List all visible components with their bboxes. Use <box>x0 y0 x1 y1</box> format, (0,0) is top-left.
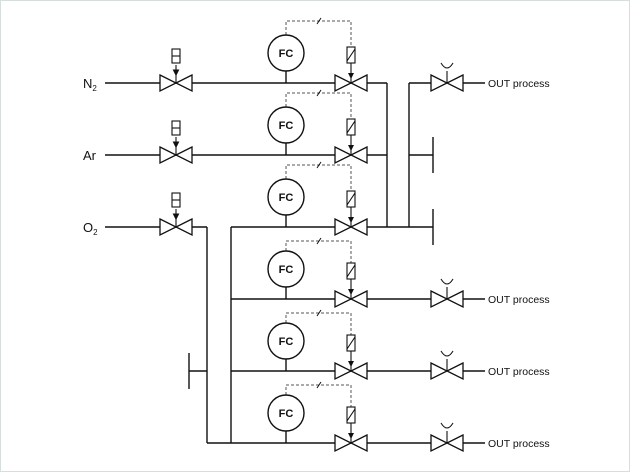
inlet-label-o2: O2 <box>83 220 98 237</box>
outlet-valve-1 <box>430 62 464 93</box>
inlet-labels: N2 Ar O2 <box>83 76 98 237</box>
control-valve-4 <box>334 289 368 309</box>
inlet-valve-ar <box>159 120 193 165</box>
fc-loop-2: FC <box>267 89 368 165</box>
inlet-label-n2: N2 <box>83 76 97 93</box>
control-valve-2 <box>334 145 368 165</box>
fc-label: FC <box>279 264 294 276</box>
fc-loop-1: FC <box>267 17 368 93</box>
fc-label: FC <box>279 408 294 420</box>
outlet-valve-2 <box>430 278 464 309</box>
control-valve-3 <box>334 217 368 237</box>
outlet-valve-3 <box>430 350 464 381</box>
fc-loop-4: FC <box>267 237 368 309</box>
inlet-valves <box>159 48 193 237</box>
fc-loop-6: FC <box>267 381 368 453</box>
inlet-valve-o2 <box>159 192 193 237</box>
process-pipes <box>105 82 485 444</box>
outlet-valves <box>430 62 464 453</box>
inlet-valve-n2 <box>159 48 193 93</box>
outlet-labels: OUT process OUT process OUT process OUT … <box>488 78 550 450</box>
control-valve-1 <box>334 73 368 93</box>
fc-label: FC <box>279 336 294 348</box>
fc-label: FC <box>279 48 294 60</box>
outlet-label-2: OUT process <box>488 294 550 306</box>
control-valve-5 <box>334 361 368 381</box>
outlet-label-4: OUT process <box>488 438 550 450</box>
fc-loop-3: FC <box>267 161 368 237</box>
fc-label: FC <box>279 120 294 132</box>
inlet-label-ar: Ar <box>83 148 97 163</box>
fc-loop-5: FC <box>267 309 368 381</box>
fc-label: FC <box>279 192 294 204</box>
flow-control-loops: FC FC FC <box>267 17 368 453</box>
outlet-label-3: OUT process <box>488 366 550 378</box>
outlet-label-1: OUT process <box>488 78 550 90</box>
control-valve-6 <box>334 433 368 453</box>
outlet-valve-4 <box>430 422 464 453</box>
